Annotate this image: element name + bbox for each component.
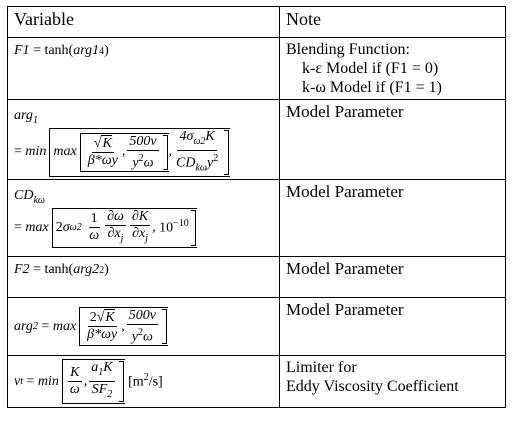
header-variable: Variable xyxy=(7,6,280,38)
note-cell: Model Parameter xyxy=(279,256,506,299)
note-cell: Model Parameter xyxy=(279,297,506,357)
note-cell: Blending Function: k-ε Model if (F1 = 0)… xyxy=(279,37,506,100)
note-line: Model Parameter xyxy=(286,182,404,202)
header-row: Variable Note xyxy=(7,6,506,38)
note-line: Eddy Viscosity Coefficient xyxy=(286,378,459,396)
note-line: Model Parameter xyxy=(286,300,404,320)
note-line: Limiter for xyxy=(286,359,357,377)
note-line: k-ω Model if (F1 = 1) xyxy=(302,79,442,96)
note-line: k-ε Model if (F1 = 0) xyxy=(302,60,439,77)
note-cell: Model Parameter xyxy=(279,98,506,181)
note-cell: Limiter for Eddy Viscosity Coefficient xyxy=(279,355,506,409)
header-note: Note xyxy=(279,6,506,38)
note-line: Model Parameter xyxy=(286,102,404,121)
note-line: Model Parameter xyxy=(286,259,404,279)
note-line: Blending Function: xyxy=(286,41,410,58)
note-cell: Model Parameter xyxy=(279,179,506,258)
